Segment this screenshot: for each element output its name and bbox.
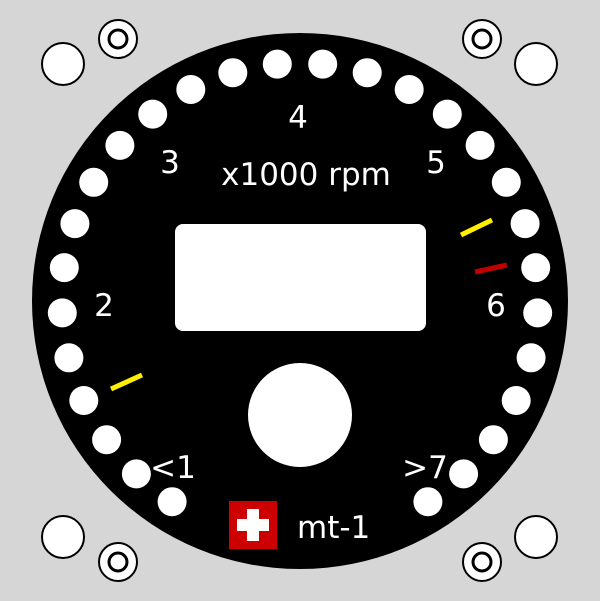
led-17	[394, 75, 424, 104]
led-2	[121, 459, 151, 489]
screw-bottom-right	[462, 542, 502, 582]
led-3	[92, 425, 122, 455]
scale-labels: <1 2 3 4 5 6 >7	[94, 100, 506, 486]
led-9	[79, 167, 109, 197]
scale-label-6: 6	[486, 288, 506, 324]
led-4	[69, 386, 99, 415]
scale-label-5: 5	[426, 145, 446, 181]
led-18	[432, 99, 462, 129]
led-8	[60, 209, 90, 239]
scale-label-4: 4	[288, 100, 308, 136]
caution-marker-low	[109, 372, 144, 392]
range-markers	[109, 217, 508, 392]
screw-bottom-left	[98, 542, 138, 582]
led-23	[523, 298, 553, 328]
led-14	[262, 49, 292, 79]
mounting-hole-top-right	[514, 42, 558, 86]
digital-display	[175, 224, 426, 331]
scale-label-below-1: <1	[150, 450, 196, 486]
led-20	[491, 167, 521, 197]
brand: mt-1	[229, 501, 370, 549]
led-21	[510, 209, 540, 239]
caution-marker-high	[459, 217, 494, 238]
led-10	[105, 130, 135, 160]
scale-label-3: 3	[160, 145, 180, 181]
screw-top-left	[98, 19, 138, 59]
led-24	[516, 343, 546, 373]
mounting-hole-bottom-left	[41, 515, 85, 559]
led-1	[157, 487, 187, 517]
led-19	[465, 130, 495, 160]
swiss-flag-icon	[229, 501, 277, 549]
led-12	[176, 75, 206, 104]
led-6	[47, 298, 77, 328]
brand-name: mt-1	[297, 510, 370, 546]
led-ring	[47, 49, 553, 517]
led-28	[413, 487, 443, 517]
adjust-knob[interactable]	[248, 363, 352, 467]
led-11	[138, 99, 168, 129]
led-5	[54, 343, 84, 373]
screw-top-right	[462, 19, 502, 59]
led-7	[49, 253, 79, 283]
led-26	[478, 425, 508, 455]
led-22	[521, 253, 551, 283]
scale-label-2: 2	[94, 288, 114, 324]
units-label: x1000 rpm	[221, 157, 391, 193]
redline-marker	[474, 262, 508, 275]
mounting-holes	[41, 42, 558, 559]
led-15	[308, 49, 338, 79]
mounting-hole-top-left	[41, 42, 85, 86]
mounting-hole-bottom-right	[514, 515, 558, 559]
led-16	[352, 58, 382, 88]
led-25	[501, 386, 531, 415]
screws	[98, 19, 502, 582]
led-13	[218, 58, 248, 88]
scale-label-above-7: >7	[402, 450, 448, 486]
led-27	[449, 459, 479, 489]
